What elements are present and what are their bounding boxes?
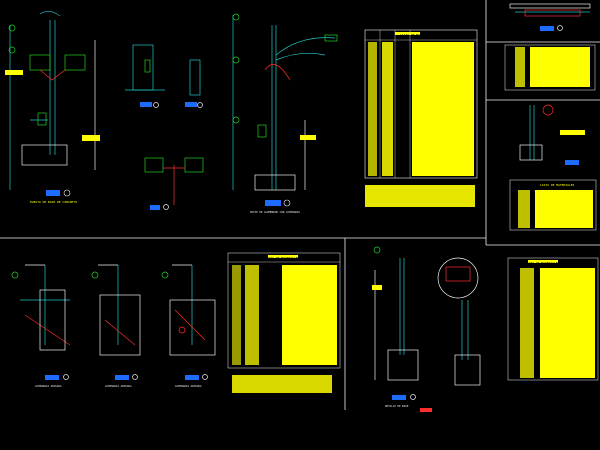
materials-table-small[interactable] [504,44,596,91]
materials-table-3-title: LISTA DE MATERIALES [265,256,300,260]
side-detail[interactable] [519,104,585,165]
pole-arm-label: POSTE DE ALUMBRADO CON LUMINARIA [250,199,300,214]
wall-mount-c[interactable] [161,264,216,380]
column-section-detail[interactable] [125,44,203,108]
pole-arm-detail[interactable] [232,13,338,191]
materials-table-3[interactable]: LISTA DE MATERIALES [227,252,341,393]
sheet-frame [0,0,600,410]
pole-arm-caption: POSTE DE ALUMBRADO CON LUMINARIA [250,210,300,214]
wall-mount-a-caption: LUMINARIA ADOSADA [35,384,62,388]
wall-mount-b[interactable] [91,264,141,380]
pole-base-detail[interactable] [372,246,481,412]
materials-table-4-title: LISTA DE MATERIALES [525,261,560,265]
materials-table-1[interactable]: LISTA DE MATERIALES [364,29,478,207]
materials-table-4[interactable]: LISTA DE MATERIALES [507,257,599,381]
foundation-caption: PUESTA DE BASE DE CONCRETO [30,200,77,204]
foundation-detail[interactable] [5,11,100,190]
wall-mount-b-caption: LUMINARIA ADOSADA [105,384,132,388]
wall-mount-c-caption: LUMINARIA ADOSADA [175,384,202,388]
wall-mount-a[interactable] [11,264,71,380]
materials-table-1-title: LISTA DE MATERIALES [400,33,435,37]
foundation-label: PUESTA DE BASE DE CONCRETO [30,189,77,204]
pole-base-caption: DETALLE DE BASE [385,404,409,408]
materials-table-2[interactable]: LISTA DE MATERIALES [509,179,597,231]
top-right-detail[interactable] [509,3,591,31]
luminaire-pair-detail[interactable] [144,157,204,210]
materials-table-2-title: LISTA DE MATERIALES [540,183,575,187]
